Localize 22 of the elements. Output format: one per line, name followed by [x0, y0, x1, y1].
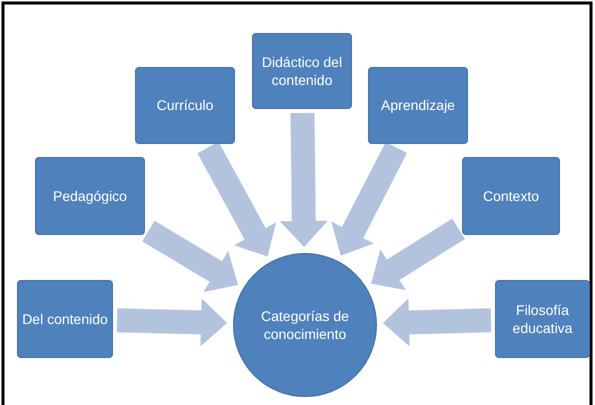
category-box: [17, 280, 113, 358]
node-label: Aprendizaje: [381, 96, 455, 115]
node-label: Pedagógico: [53, 186, 127, 206]
category-box: [252, 33, 352, 109]
block-arrow: [142, 220, 238, 292]
node-label: Contexto: [482, 186, 540, 206]
block-arrow: [280, 112, 328, 247]
node-label: Categorías de conocimiento: [260, 306, 350, 344]
node-label: Currículo: [156, 96, 214, 115]
category-box: [368, 67, 468, 144]
node-label: Didáctico del contenido: [260, 52, 344, 90]
node-label: Filosofía educativa: [512, 300, 574, 338]
node-label: Del contenido: [22, 310, 108, 328]
category-box: [495, 280, 590, 358]
block-arrow: [331, 142, 408, 256]
block-arrow: [382, 298, 492, 346]
block-arrow: [371, 218, 465, 290]
category-box: [462, 157, 560, 235]
block-arrow: [116, 298, 228, 346]
block-arrow: [197, 142, 276, 257]
category-box: [135, 67, 235, 144]
category-box: [35, 157, 145, 235]
